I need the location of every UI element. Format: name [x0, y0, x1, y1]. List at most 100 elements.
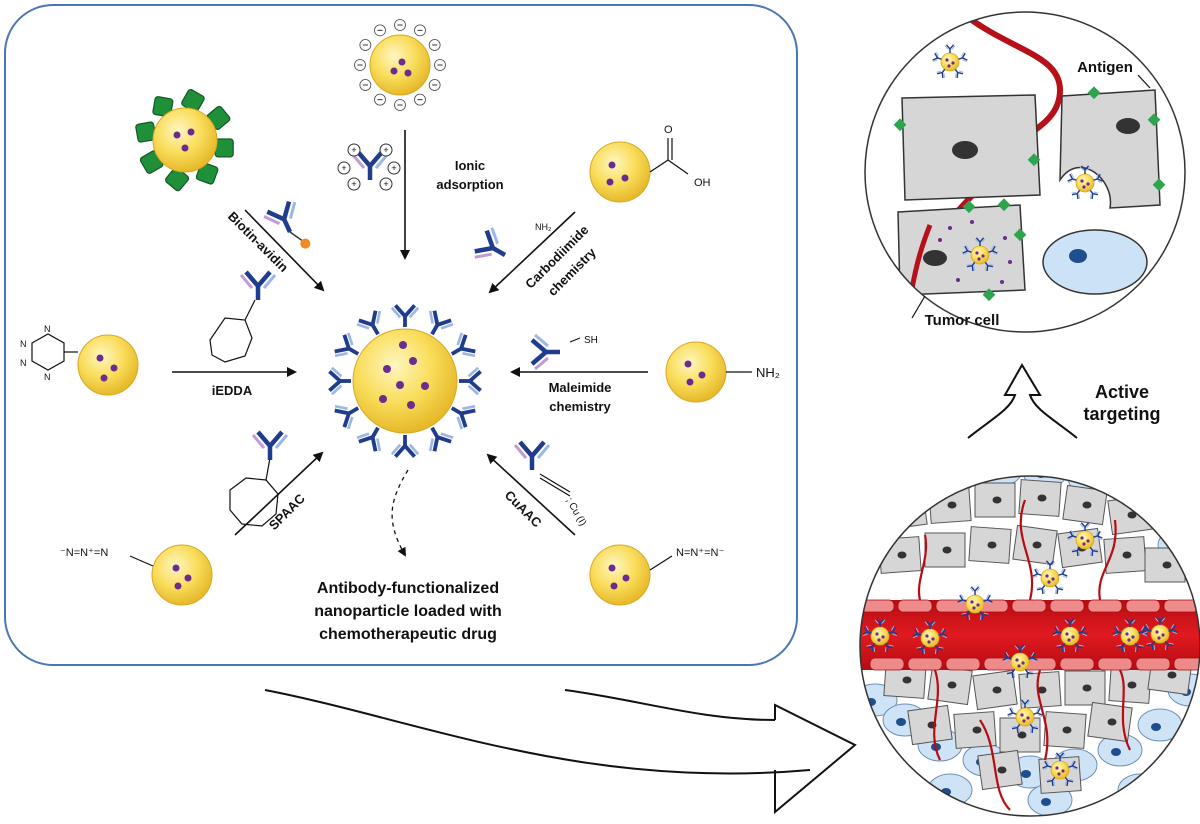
endothelial-cell: [1173, 657, 1200, 671]
nh2-label: NH₂: [756, 365, 780, 380]
svg-text:+: +: [351, 145, 356, 155]
svg-text:+: +: [341, 163, 346, 173]
negative-charge: [354, 59, 366, 71]
carbodiimide-arrow: [488, 211, 576, 294]
tumor-cell: [878, 536, 922, 574]
tumor-cell: [1062, 484, 1108, 526]
tumor-cell-label: Tumor cell: [925, 312, 1000, 329]
endothelial-cell: [907, 657, 943, 671]
tumor-cell: [1087, 701, 1133, 743]
tumor-cell: [968, 526, 1012, 564]
healthy-cell: [977, 476, 1023, 487]
product-label-3: chemotherapeutic drug: [319, 626, 497, 643]
central-nanoparticle: [327, 303, 483, 459]
oh-label: OH: [694, 177, 711, 189]
healthy-cell: [860, 523, 893, 557]
endothelial-cell: [869, 657, 905, 671]
cell-circle-border: [864, 11, 1186, 333]
tumor-cell-view: [865, 12, 1185, 332]
tumor-cell: [1107, 494, 1153, 536]
spaac-arrow: [234, 451, 324, 536]
avidin-block: [152, 96, 174, 118]
tumor-cell: [1012, 524, 1058, 566]
negative-charge: [428, 39, 441, 51]
tumor-cell: [953, 711, 997, 749]
healthy-cell: [860, 483, 903, 517]
negative-charge: [394, 99, 406, 111]
negative-charge: [414, 93, 426, 106]
negative-charge: [394, 19, 406, 31]
svg-text:N: N: [20, 358, 27, 368]
tumor-cell: [972, 669, 1018, 711]
iedda-label: iEDDA: [212, 383, 253, 398]
healthy-cell: [860, 743, 893, 777]
endothelial-cell: [860, 599, 895, 613]
endothelial-cell: [1097, 657, 1133, 671]
endothelial-cell: [935, 599, 971, 613]
negative-charge: [359, 79, 372, 91]
targeting-label-1: Active: [1095, 382, 1149, 402]
healthy-cell: [892, 476, 938, 497]
targeting-label-2: targeting: [1083, 404, 1160, 424]
biotinylated-antibody: [263, 199, 311, 249]
charged-nanoparticle: [354, 19, 446, 111]
endothelial-cell: [945, 657, 981, 671]
oxygen-label: O: [664, 124, 673, 136]
cyclooctyne-antibody: [229, 432, 287, 527]
sh-label: SH: [584, 335, 598, 346]
negative-charge: [374, 24, 386, 37]
endothelial-cell: [1011, 599, 1047, 613]
tetrazine-nanoparticle: N N N N: [20, 324, 139, 396]
targeting-arrow: [967, 363, 1078, 439]
tumor-cell: [924, 532, 966, 568]
svg-text:+: +: [383, 145, 388, 155]
healthy-cell: [927, 773, 973, 807]
avidin-block: [214, 138, 234, 158]
azide-right-label: N=N⁺=N⁻: [676, 547, 724, 559]
tumor-cell: [1064, 670, 1106, 706]
negative-charge: [428, 79, 441, 91]
endothelial-cell: [1125, 599, 1161, 613]
antigen-pointer: [1137, 74, 1151, 89]
tumor-cell: [907, 704, 953, 746]
avidin-block: [195, 162, 219, 185]
endothelial-cell: [1135, 657, 1171, 671]
svg-text:+: +: [383, 179, 388, 189]
tumor-cell: [1043, 711, 1087, 749]
negative-charge: [359, 39, 372, 51]
tumor-cell: [882, 489, 928, 531]
delivery-arrow: [264, 689, 857, 815]
healthy-cell: [1112, 476, 1158, 503]
endothelial-cell: [1087, 599, 1123, 613]
ionic-label-2: adsorption: [436, 177, 503, 192]
tumor-cell: [977, 749, 1023, 791]
azide-nanoparticle-left: [129, 544, 213, 606]
negative-charge: [434, 59, 446, 71]
carboxyl-nanoparticle: [589, 138, 689, 203]
biotin-arrow: [244, 209, 325, 292]
svg-text:N: N: [20, 339, 27, 349]
healthy-cell: [1117, 773, 1163, 807]
svg-text:+: +: [351, 179, 356, 189]
nh2-small-label: NH₂: [535, 222, 552, 232]
healthy-cell: [1152, 488, 1198, 522]
charged-antibody: + + + + + +: [337, 143, 401, 191]
healthy-cell: [1097, 733, 1143, 767]
endothelial-cell: [897, 599, 933, 613]
tumor-cell-pointer: [911, 295, 926, 319]
amine-nanoparticle: [665, 341, 752, 403]
endothelial-cell: [1163, 599, 1199, 613]
alkyne-antibody: [515, 442, 571, 497]
product-label-1: Antibody-functionalized: [317, 580, 499, 597]
tumor-cell: [974, 482, 1016, 518]
azide-nanoparticle-right: [589, 544, 673, 606]
cyclooctene-antibody: [209, 272, 275, 363]
negative-charge: [374, 93, 386, 106]
product-label-2: nanoparticle loaded with: [314, 603, 502, 620]
svg-text:N: N: [44, 324, 51, 334]
svg-text:+: +: [391, 163, 396, 173]
tumor-cell: [1018, 479, 1062, 517]
healthy-cell: [1137, 708, 1183, 742]
tissue-circle-border: [859, 475, 1200, 817]
